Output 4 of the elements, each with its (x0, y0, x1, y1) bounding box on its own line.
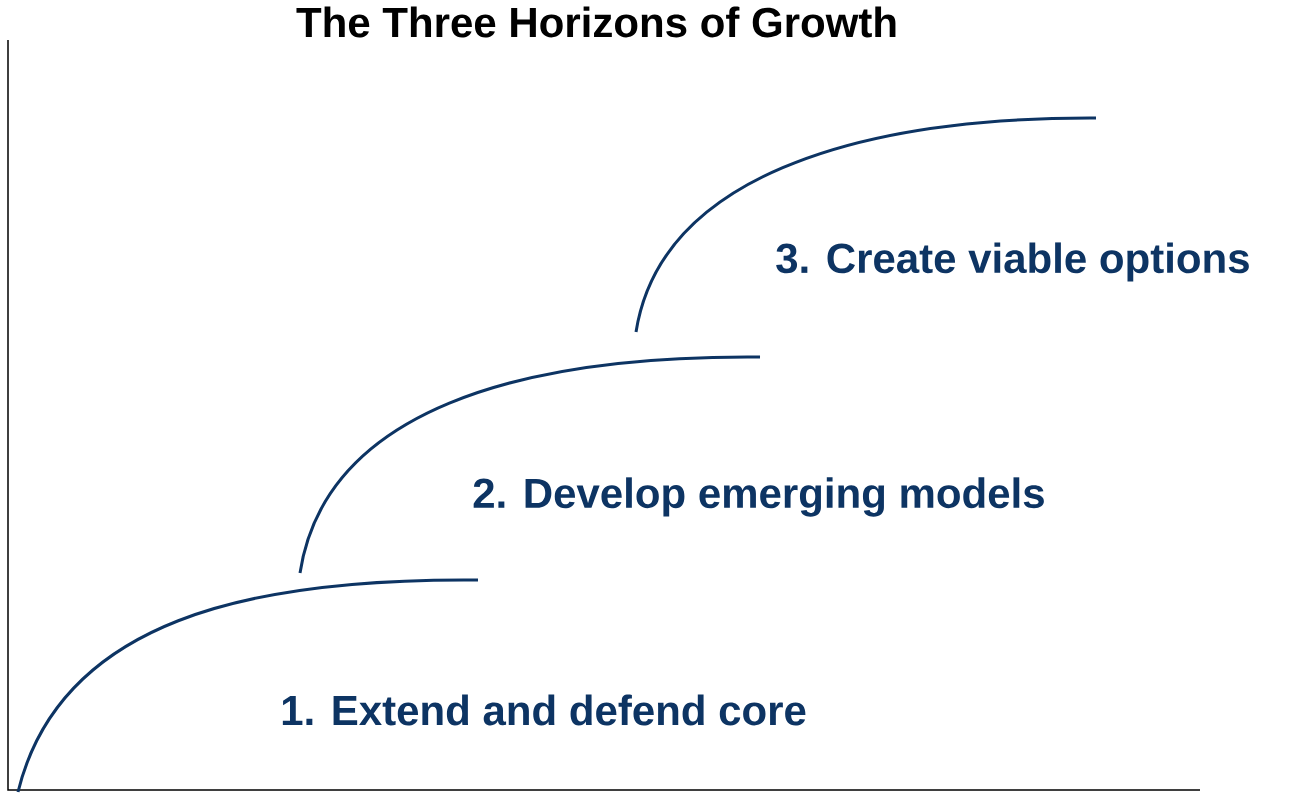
horizon-label: 3. Create viable options (776, 242, 1249, 282)
title: The Three Horizons of Growth (296, 6, 896, 38)
horizon-label: 1. Extend and defend core (282, 694, 806, 726)
horizon-label: 2. Develop emerging models (473, 477, 1044, 517)
